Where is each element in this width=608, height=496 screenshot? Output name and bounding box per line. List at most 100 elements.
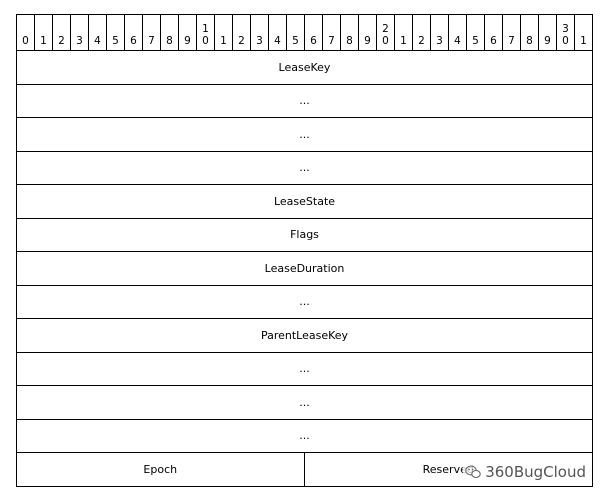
bit-label: 3 <box>431 15 449 50</box>
field-row: LeaseKey <box>17 51 592 85</box>
field-label: Flags <box>290 228 319 242</box>
bit-label: 6 <box>485 15 503 50</box>
bit-digit: 4 <box>274 35 281 47</box>
bit-digit: 1 <box>580 35 587 47</box>
bit-digit: 6 <box>490 35 497 47</box>
field-label: ... <box>299 161 310 175</box>
bit-digit: 9 <box>364 35 371 47</box>
bit-digit: 2 <box>238 35 245 47</box>
bit-digit: 3 <box>76 35 83 47</box>
bit-digit: 5 <box>292 35 299 47</box>
bit-label: 4 <box>89 15 107 50</box>
bit-label: 4 <box>449 15 467 50</box>
bit-digit: 1 <box>202 23 209 35</box>
watermark-text: 360BugCloud <box>485 463 586 481</box>
bit-label: 2 <box>413 15 431 50</box>
bit-digit: 4 <box>454 35 461 47</box>
bit-label: 8 <box>341 15 359 50</box>
field-label: ... <box>299 362 310 376</box>
bit-digit: 9 <box>544 35 551 47</box>
bit-label: 5 <box>287 15 305 50</box>
field-row: ... <box>17 420 592 453</box>
bit-digit: 5 <box>472 35 479 47</box>
bit-label: 7 <box>143 15 161 50</box>
bit-label: 1 <box>395 15 413 50</box>
field-label: Reserved <box>422 462 474 476</box>
bit-digit: 6 <box>310 35 317 47</box>
field-label: ... <box>299 127 310 141</box>
field-row: ... <box>17 353 592 386</box>
bit-digit: 8 <box>166 35 173 47</box>
field-row: ... <box>17 386 592 420</box>
field-row: ParentLeaseKey <box>17 319 592 353</box>
bit-digit: 7 <box>508 35 515 47</box>
bit-label: 8 <box>521 15 539 50</box>
bit-label: 3 <box>251 15 269 50</box>
bit-label: 1 <box>215 15 233 50</box>
bit-digit: 8 <box>346 35 353 47</box>
bit-digit: 7 <box>328 35 335 47</box>
bit-label: 9 <box>359 15 377 50</box>
epoch-field: Epoch <box>17 453 305 486</box>
bit-digit: 3 <box>562 23 569 35</box>
reserved-field: Reserved <box>305 453 593 486</box>
bit-label: 2 <box>53 15 71 50</box>
field-row: ... <box>17 85 592 118</box>
bit-digit: 0 <box>22 35 29 47</box>
field-label: ... <box>299 429 310 443</box>
bit-digit: 1 <box>40 35 47 47</box>
field-row: ... <box>17 152 592 185</box>
bit-label: 3 <box>71 15 89 50</box>
wechat-icon <box>465 465 481 479</box>
bit-label: 1 <box>35 15 53 50</box>
bit-label: 9 <box>539 15 557 50</box>
field-label: LeaseState <box>273 194 336 208</box>
bit-label: 8 <box>161 15 179 50</box>
field-row-split: Epoch Reserved <box>17 453 592 487</box>
bit-label: 5 <box>107 15 125 50</box>
bit-digit: 8 <box>526 35 533 47</box>
bit-digit: 4 <box>94 35 101 47</box>
field-row: Flags <box>17 219 592 252</box>
field-label: LeaseKey <box>278 60 331 74</box>
bit-digit: 0 <box>562 35 569 47</box>
bit-digit: 5 <box>112 35 119 47</box>
field-label: ... <box>299 295 310 309</box>
bit-digit: 2 <box>382 23 389 35</box>
bit-label: 7 <box>323 15 341 50</box>
field-row: LeaseDuration <box>17 252 592 286</box>
bit-label: 6 <box>125 15 143 50</box>
field-label: LeaseDuration <box>264 261 345 275</box>
field-row: ... <box>17 118 592 152</box>
bit-label: 9 <box>179 15 197 50</box>
bit-digit: 1 <box>220 35 227 47</box>
bit-digit: 2 <box>58 35 65 47</box>
bit-digit: 2 <box>418 35 425 47</box>
bit-digit: 9 <box>184 35 191 47</box>
watermark: 360BugCloud <box>463 462 588 482</box>
bit-label: 5 <box>467 15 485 50</box>
bit-label: 0 <box>17 15 35 50</box>
bit-digit: 7 <box>148 35 155 47</box>
bit-digit: 0 <box>382 35 389 47</box>
bit-label: 7 <box>503 15 521 50</box>
field-row: LeaseState <box>17 185 592 219</box>
bit-label: 2 <box>233 15 251 50</box>
field-row: ... <box>17 286 592 319</box>
bit-label: 4 <box>269 15 287 50</box>
bit-digit: 3 <box>256 35 263 47</box>
field-label: Epoch <box>143 462 178 476</box>
bit-digit: 0 <box>202 35 209 47</box>
bit-digit: 3 <box>436 35 443 47</box>
bit-label: 6 <box>305 15 323 50</box>
field-label: ParentLeaseKey <box>260 328 349 342</box>
field-label: ... <box>299 94 310 108</box>
bit-digit: 1 <box>400 35 407 47</box>
bit-label: 1 <box>575 15 593 50</box>
